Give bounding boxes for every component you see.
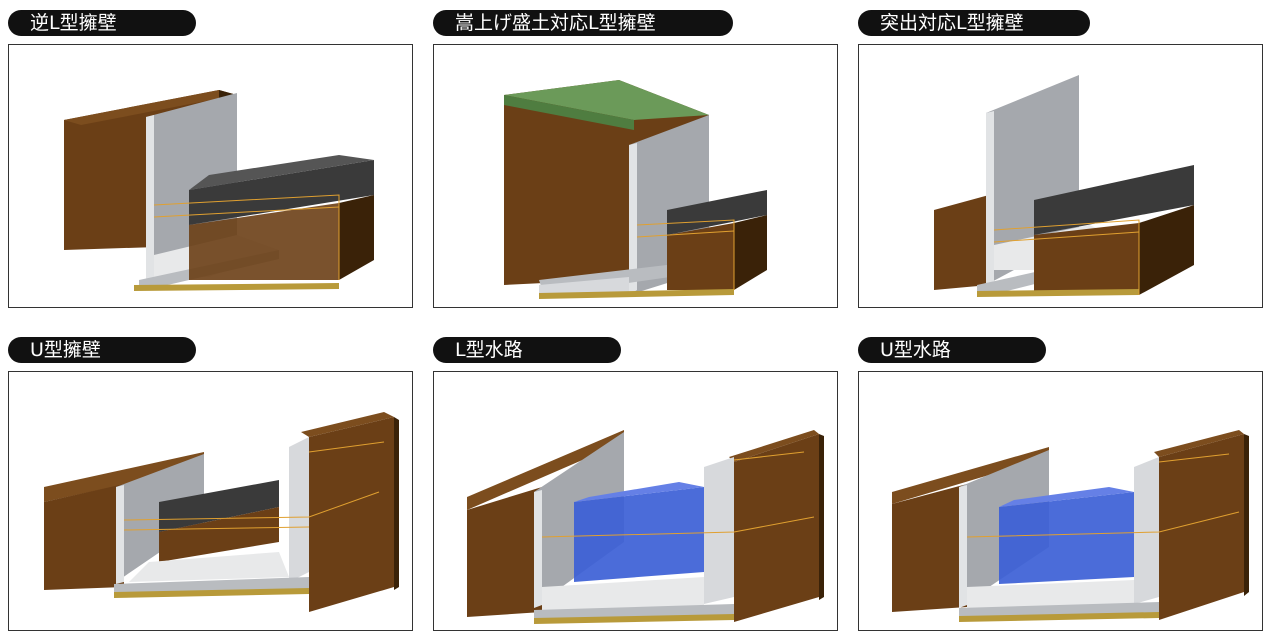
u-wall-illustration xyxy=(44,412,399,612)
card-title: 突出対応L型擁壁 xyxy=(858,10,1090,36)
protrusion-l-wall-illustration xyxy=(934,75,1194,297)
l-channel-illustration xyxy=(467,430,824,624)
diagram-panel xyxy=(8,371,413,631)
diagram-panel xyxy=(433,371,838,631)
card-title: U型擁壁 xyxy=(8,337,196,363)
card-title: 嵩上げ盛土対応L型擁壁 xyxy=(433,10,733,36)
u-channel-illustration xyxy=(892,430,1249,622)
card-title: 逆L型擁壁 xyxy=(8,10,196,36)
diagram-panel xyxy=(858,371,1263,631)
reverse-l-wall-illustration xyxy=(64,90,374,291)
raised-fill-l-wall-illustration xyxy=(504,80,767,299)
diagram-panel xyxy=(858,44,1263,308)
diagram-panel xyxy=(8,44,413,308)
card-title: L型水路 xyxy=(433,337,621,363)
card-title: U型水路 xyxy=(858,337,1046,363)
diagram-panel xyxy=(433,44,838,308)
